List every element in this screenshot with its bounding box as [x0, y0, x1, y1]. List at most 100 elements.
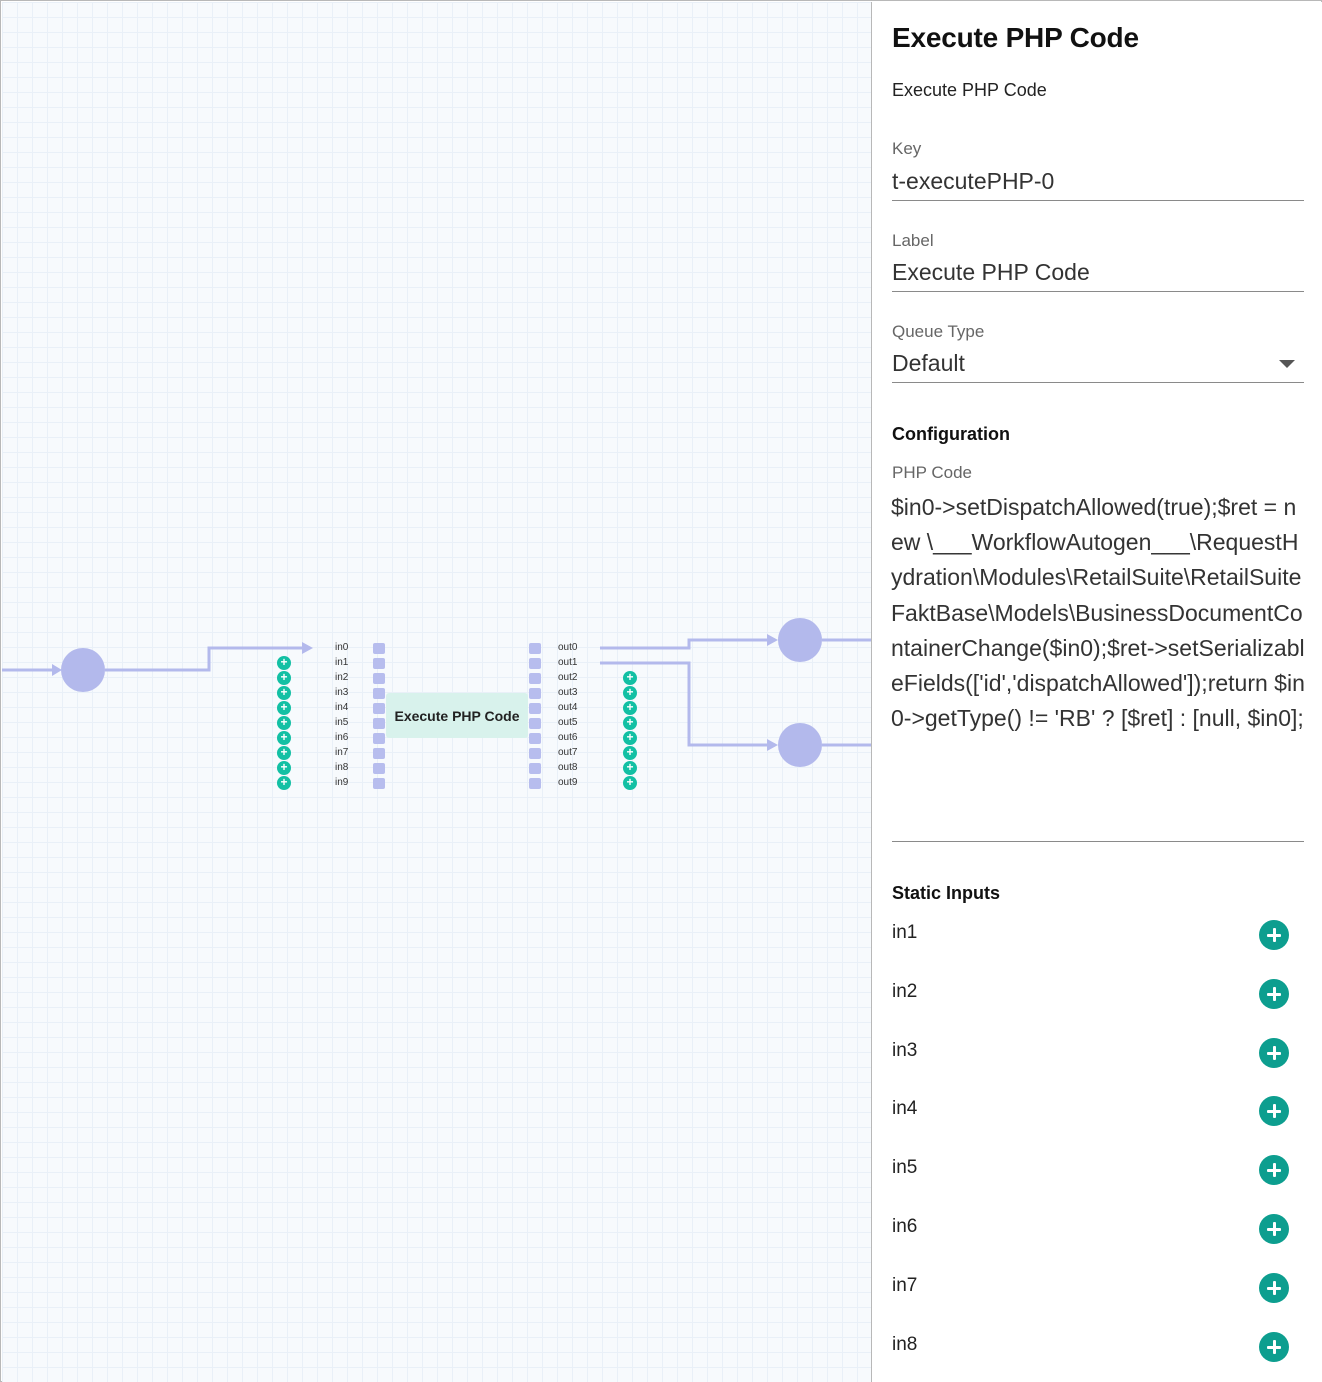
- node-output-label: out4: [558, 702, 578, 713]
- wire-out0: [600, 638, 767, 650]
- add-static-input-icon[interactable]: [1259, 920, 1289, 950]
- add-output-icon[interactable]: +: [623, 701, 637, 715]
- add-static-input-icon[interactable]: [1259, 1332, 1289, 1362]
- properties-panel: Execute PHP Code Execute PHP Code Key t-…: [871, 2, 1322, 1382]
- add-input-icon[interactable]: +: [277, 656, 291, 670]
- add-static-input-icon[interactable]: [1259, 1096, 1289, 1126]
- wire-arrow: [302, 642, 313, 654]
- key-underline: [892, 200, 1304, 201]
- add-input-icon[interactable]: +: [277, 776, 291, 790]
- static-input-label: in7: [892, 1275, 918, 1296]
- node-output-label: out5: [558, 717, 578, 728]
- wire-arrow: [767, 739, 778, 751]
- static-input-row: in8: [892, 1332, 1292, 1362]
- panel-title: Execute PHP Code: [892, 22, 1139, 53]
- add-output-icon[interactable]: +: [623, 746, 637, 760]
- dropdown-arrow-icon[interactable]: [1279, 360, 1295, 368]
- node-execute-php[interactable]: Execute PHP Code: [386, 693, 528, 738]
- node-output-port[interactable]: [529, 778, 541, 789]
- static-input-row: in4: [892, 1096, 1292, 1126]
- node-output-port[interactable]: [529, 703, 541, 714]
- node-input-port[interactable]: [373, 733, 385, 744]
- node-input-label: in7: [335, 747, 349, 758]
- label-label: Label: [892, 231, 934, 250]
- wire-node-right-top: [778, 618, 822, 662]
- static-input-label: in6: [892, 1216, 918, 1237]
- node-input-port[interactable]: [373, 778, 385, 789]
- static-input-row: in7: [892, 1273, 1292, 1303]
- php-code-label: PHP Code: [892, 463, 973, 482]
- add-input-icon[interactable]: +: [277, 746, 291, 760]
- static-input-label: in8: [892, 1334, 918, 1355]
- key-field[interactable]: t-executePHP-0: [892, 168, 1055, 194]
- node-output-label: out3: [558, 687, 578, 698]
- add-input-icon[interactable]: +: [277, 686, 291, 700]
- node-input-port[interactable]: [373, 748, 385, 759]
- node-output-port[interactable]: [529, 718, 541, 729]
- static-inputs-title: Static Inputs: [892, 883, 1001, 903]
- wire-node-left: [61, 648, 105, 692]
- configuration-title: Configuration: [892, 424, 1010, 444]
- node-output-label: out6: [558, 732, 578, 743]
- node-output-label: out9: [558, 777, 578, 788]
- node-output-port[interactable]: [529, 643, 541, 654]
- wire-arrow: [767, 634, 778, 646]
- add-output-icon[interactable]: +: [623, 686, 637, 700]
- connection-wires: [2, 618, 871, 767]
- add-output-icon[interactable]: +: [623, 761, 637, 775]
- add-output-icon[interactable]: +: [623, 716, 637, 730]
- node-output-port[interactable]: [529, 733, 541, 744]
- node-input-label: in6: [335, 732, 349, 743]
- add-static-input-icon[interactable]: [1259, 1038, 1289, 1068]
- node-output-port[interactable]: [529, 688, 541, 699]
- static-input-row: in2: [892, 979, 1292, 1009]
- wire-to-node: [105, 646, 302, 672]
- static-input-label: in4: [892, 1098, 918, 1119]
- add-static-input-icon[interactable]: [1259, 1155, 1289, 1185]
- add-input-icon[interactable]: +: [277, 731, 291, 745]
- node-input-port[interactable]: [373, 718, 385, 729]
- node-input-label: in9: [335, 777, 349, 788]
- add-output-icon[interactable]: +: [623, 671, 637, 685]
- add-input-icon[interactable]: +: [277, 701, 291, 715]
- node-input-port[interactable]: [373, 643, 385, 654]
- node-input-port[interactable]: [373, 763, 385, 774]
- add-static-input-icon[interactable]: [1259, 979, 1289, 1009]
- node-output-port[interactable]: [529, 673, 541, 684]
- label-field[interactable]: Execute PHP Code: [892, 259, 1090, 285]
- static-input-label: in5: [892, 1157, 918, 1178]
- node-output-label: out8: [558, 762, 578, 773]
- node-input-port[interactable]: [373, 658, 385, 669]
- add-output-icon[interactable]: +: [623, 731, 637, 745]
- add-output-icon[interactable]: +: [623, 776, 637, 790]
- node-input-label: in1: [335, 657, 349, 668]
- node-input-label: in8: [335, 762, 349, 773]
- add-input-icon[interactable]: +: [277, 671, 291, 685]
- node-output-port[interactable]: [529, 658, 541, 669]
- node-input-label: in4: [335, 702, 349, 713]
- add-input-icon[interactable]: +: [277, 761, 291, 775]
- node-input-port[interactable]: [373, 688, 385, 699]
- queue-type-underline: [892, 382, 1304, 383]
- php-code-editor[interactable]: $in0->setDispatchAllowed(true);$ret = ne…: [891, 494, 1305, 732]
- static-input-row: in6: [892, 1214, 1292, 1244]
- wire-node-right-bottom: [778, 723, 822, 767]
- add-static-input-icon[interactable]: [1259, 1273, 1289, 1303]
- static-input-row: in1: [892, 920, 1292, 950]
- node-input-label: in3: [335, 687, 349, 698]
- node-output-label: out7: [558, 747, 578, 758]
- node-input-port[interactable]: [373, 703, 385, 714]
- node-input-label: in5: [335, 717, 349, 728]
- node-output-port[interactable]: [529, 763, 541, 774]
- panel-subtitle: Execute PHP Code: [892, 80, 1047, 100]
- add-static-input-icon[interactable]: [1259, 1214, 1289, 1244]
- queue-type-select[interactable]: Default: [892, 350, 1304, 377]
- node-input-port[interactable]: [373, 673, 385, 684]
- static-input-label: in1: [892, 922, 918, 943]
- label-underline: [892, 291, 1304, 292]
- add-input-icon[interactable]: +: [277, 716, 291, 730]
- node-output-port[interactable]: [529, 748, 541, 759]
- node-input-label: in0: [335, 642, 349, 653]
